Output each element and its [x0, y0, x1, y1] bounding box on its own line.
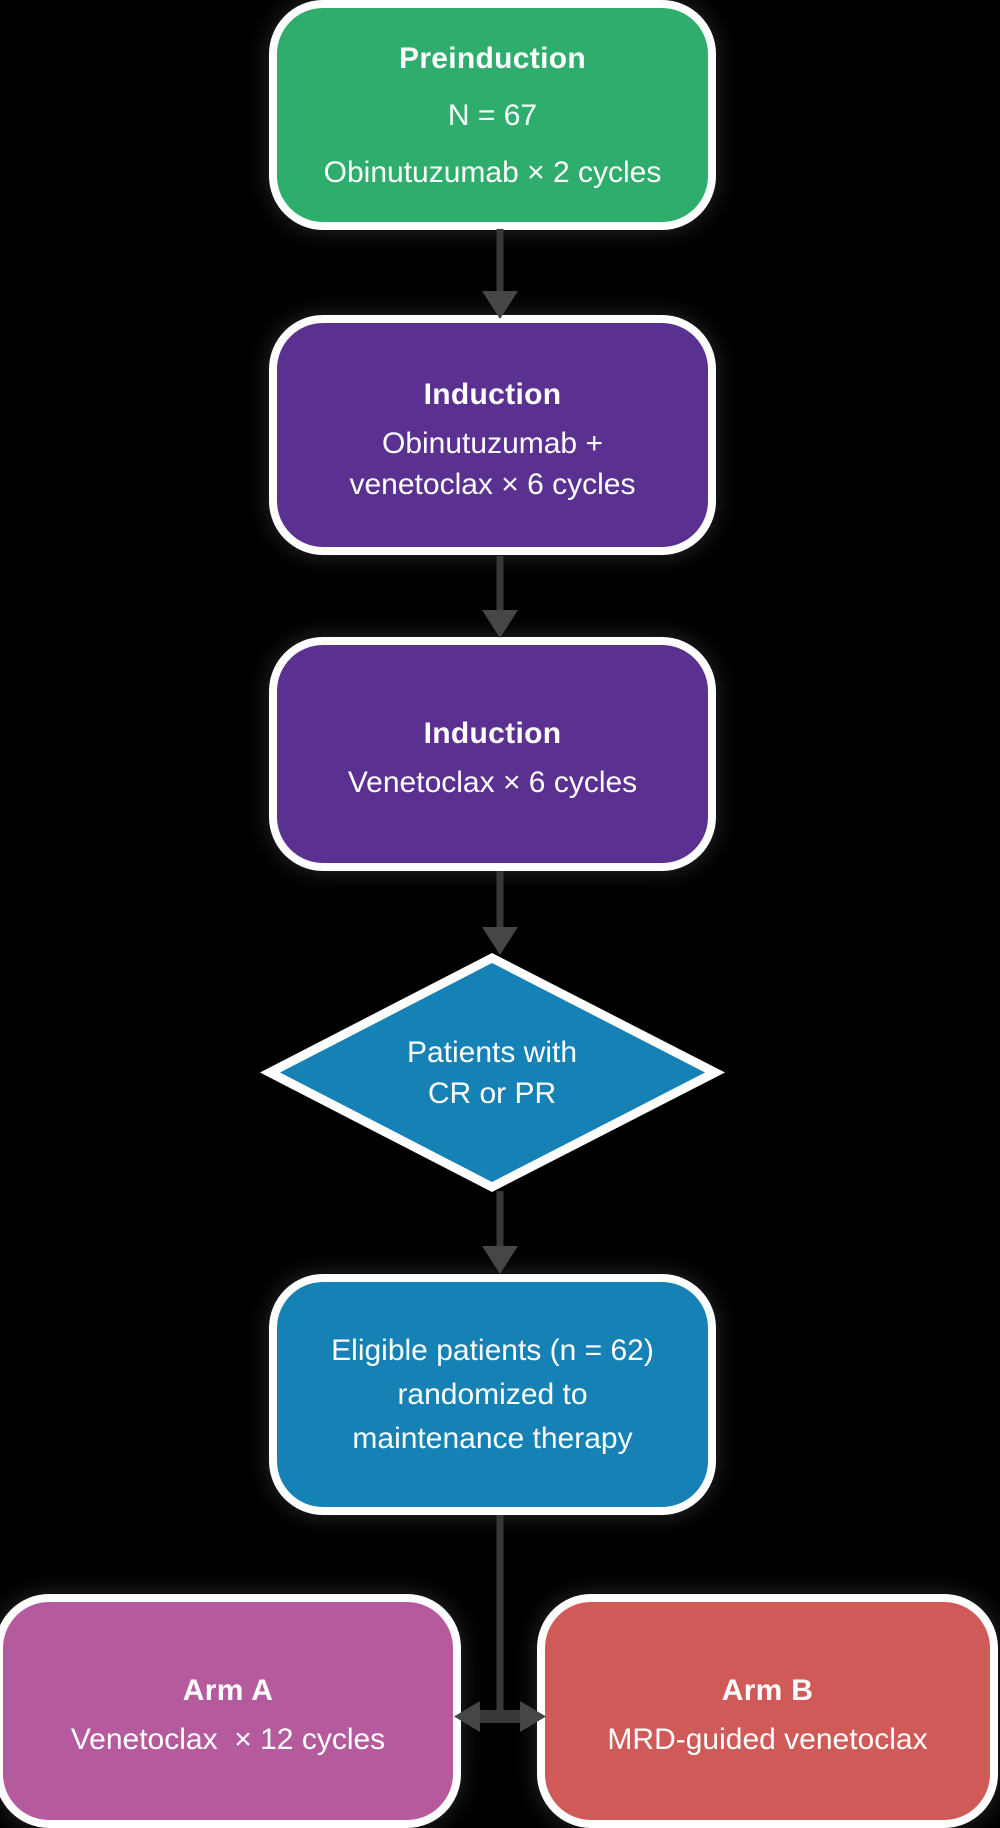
randomization-line3: maintenance therapy — [352, 1421, 633, 1455]
arm-a-box: Arm A Venetoclax × 12 cycles — [3, 1602, 453, 1820]
arrow-induction-to-decision — [482, 871, 518, 955]
induction-combo-regimen-line2: venetoclax × 6 cycles — [349, 467, 636, 501]
induction-mono-box: Induction Venetoclax × 6 cycles — [277, 645, 708, 863]
arrow-head-icon — [482, 610, 518, 638]
arrow-head-right-icon — [520, 1701, 546, 1732]
preinduction-regimen: Obinutuzumab × 2 cycles — [323, 155, 662, 189]
arrow-head-icon — [482, 927, 518, 955]
randomization-box: Eligible patients (n = 62) randomized to… — [277, 1282, 708, 1507]
preinduction-title: Preinduction — [399, 41, 586, 75]
induction-combo-box: Induction Obinutuzumab + venetoclax × 6 … — [277, 323, 708, 547]
arm-a-title: Arm A — [182, 1674, 274, 1707]
arrow-induction-to-induction — [482, 556, 518, 638]
arm-b-box: Arm B MRD-guided venetoclax — [545, 1602, 990, 1820]
decision-line2: CR or PR — [427, 1076, 557, 1110]
arrow-randomization-to-arms — [454, 1515, 546, 1732]
induction-combo-title: Induction — [423, 377, 562, 411]
preinduction-n: N = 67 — [447, 98, 538, 132]
decision-diamond — [260, 953, 725, 1192]
arrow-preinduction-to-induction — [482, 229, 518, 319]
decision-diamond-fill — [280, 963, 705, 1182]
induction-mono-regimen: Venetoclax × 6 cycles — [347, 766, 638, 799]
arm-b-regimen: MRD-guided venetoclax — [607, 1723, 928, 1756]
arm-b-title: Arm B — [721, 1674, 814, 1707]
induction-mono-title: Induction — [423, 717, 562, 750]
preinduction-box: Preinduction N = 67 Obinutuzumab × 2 cyc… — [277, 8, 708, 222]
arrow-decision-to-randomization — [482, 1191, 518, 1274]
decision-diamond-outline — [260, 953, 725, 1192]
induction-combo-regimen-line1: Obinutuzumab + — [382, 426, 603, 460]
arrow-head-icon — [482, 291, 518, 319]
arrow-head-left-icon — [454, 1701, 480, 1732]
arm-a-regimen: Venetoclax × 12 cycles — [70, 1723, 386, 1756]
decision-label: Patients with CR or PR — [332, 1031, 652, 1114]
randomization-line2: randomized to — [397, 1377, 588, 1411]
randomization-line1: Eligible patients (n = 62) — [331, 1333, 654, 1367]
arrow-head-icon — [482, 1246, 518, 1274]
decision-line1: Patients with — [406, 1035, 578, 1069]
